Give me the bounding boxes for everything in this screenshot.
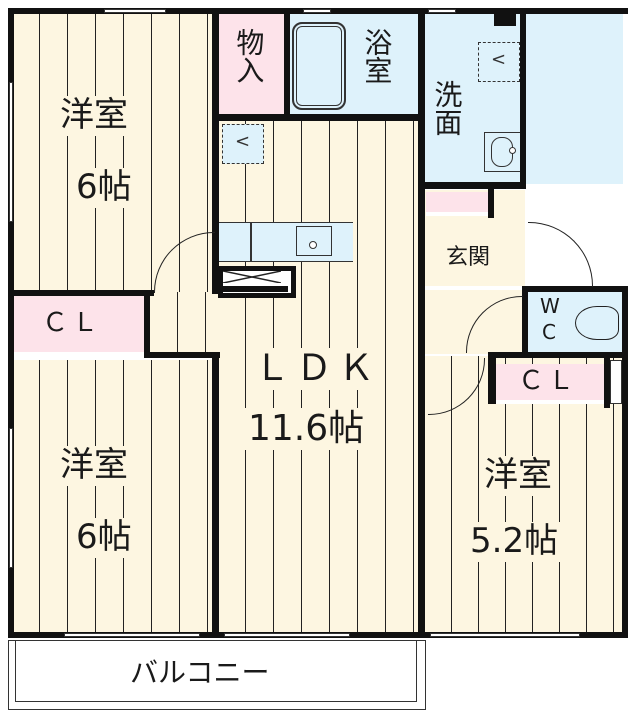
room-label-bathroom: 浴室 bbox=[360, 28, 394, 84]
room-size-western-nw: 6帖 bbox=[72, 168, 136, 208]
door-swing[interactable] bbox=[528, 222, 593, 287]
room-size-western-sw: 6帖 bbox=[72, 518, 136, 558]
window bbox=[104, 9, 166, 13]
window bbox=[430, 633, 580, 637]
room-label-balcony: バルコニー bbox=[130, 656, 270, 689]
bathtub-icon bbox=[292, 22, 346, 110]
range-hood-icon bbox=[218, 266, 296, 298]
ldk-corridor bbox=[150, 292, 220, 354]
window bbox=[303, 9, 331, 13]
room-closet-west bbox=[12, 296, 144, 356]
room-western-sw bbox=[12, 360, 212, 635]
vent-icon bbox=[494, 14, 516, 26]
room-storage bbox=[218, 14, 284, 114]
kitchen-counter bbox=[218, 222, 353, 262]
fridge-space-icon: < bbox=[222, 124, 264, 164]
wall bbox=[520, 8, 526, 186]
toilet-icon bbox=[575, 306, 619, 340]
room-label-closet-west: ＣＬ bbox=[42, 308, 103, 338]
window bbox=[428, 9, 456, 13]
shoe-cabinet bbox=[426, 192, 488, 216]
room-label-ldk: ＬＤＫ bbox=[250, 348, 385, 390]
room-size-ldk: 11.6帖 bbox=[244, 408, 369, 450]
window bbox=[64, 633, 200, 637]
room-label-western-se: 洋室 bbox=[480, 456, 556, 496]
washer-space-icon: < bbox=[478, 42, 520, 82]
room-label-entrance: 玄関 bbox=[446, 245, 491, 270]
wall bbox=[8, 8, 14, 638]
room-label-western-nw: 洋室 bbox=[56, 96, 132, 136]
room-size-western-se: 5.2帖 bbox=[466, 522, 563, 562]
room-western-nw bbox=[12, 12, 212, 292]
room-label-washroom: 洗面 bbox=[430, 80, 464, 136]
window bbox=[9, 428, 13, 568]
room-label-closet-east: ＣＬ bbox=[518, 366, 579, 396]
room-label-toilet-c: C bbox=[542, 320, 556, 344]
room-label-western-sw: 洋室 bbox=[56, 446, 132, 486]
room-label-toilet-w: W bbox=[540, 294, 560, 318]
sink-icon bbox=[296, 226, 332, 256]
window bbox=[9, 82, 13, 222]
window bbox=[224, 633, 350, 637]
room-label-storage: 物入 bbox=[232, 28, 266, 84]
washbasin-icon bbox=[484, 132, 522, 172]
wall bbox=[622, 290, 628, 638]
